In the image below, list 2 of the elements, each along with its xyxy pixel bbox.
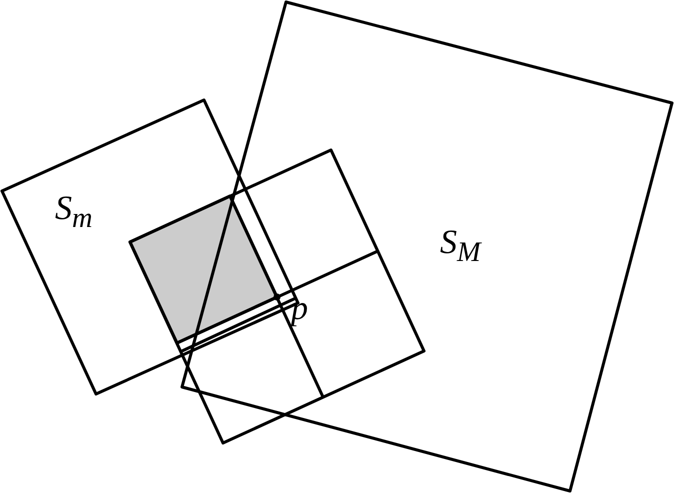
set-label: S$_{m}$: [55, 192, 92, 234]
set-label: S$_{M}$: [440, 226, 481, 268]
